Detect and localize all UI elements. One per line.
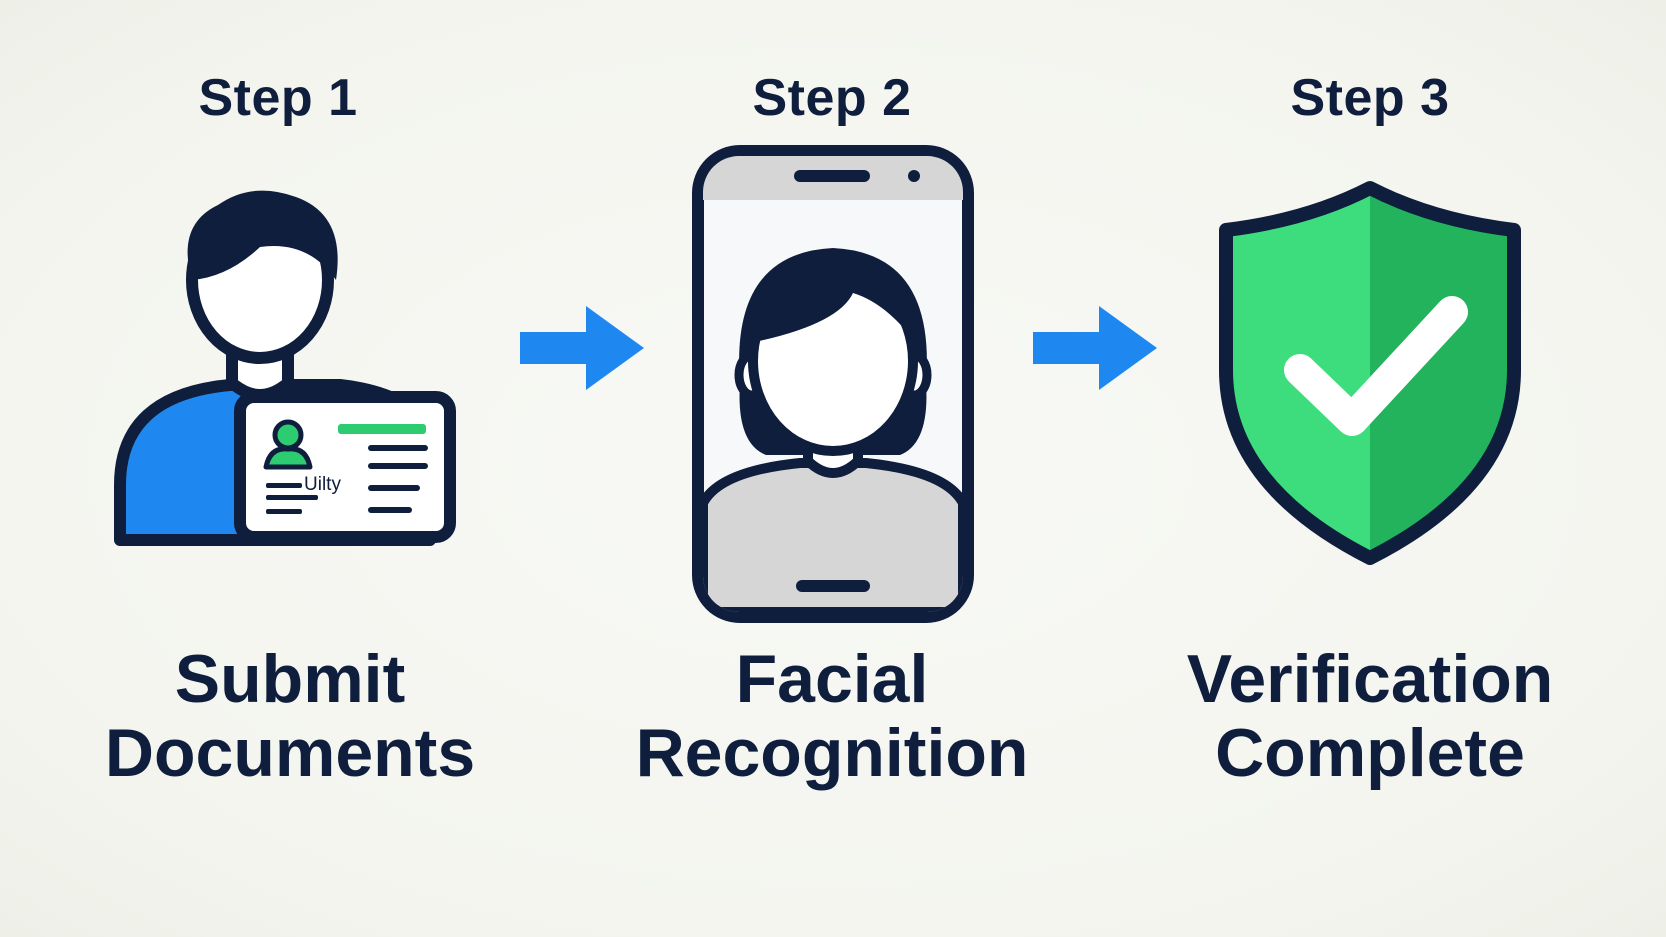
arrow-right-icon [1033, 306, 1157, 390]
step-1-caption-line2: Documents [104, 715, 476, 791]
step-2-label: Step 2 [752, 69, 912, 127]
id-card-text: Uilty [304, 474, 341, 495]
step-1-caption: Submit Documents [60, 642, 520, 790]
step-3-label: Step 3 [1290, 69, 1450, 127]
arrow-right-icon [520, 306, 644, 390]
step-1-label: Step 1 [198, 69, 358, 127]
shield-check-icon [1219, 181, 1521, 565]
person-with-id-card-icon: Uilty [114, 190, 456, 546]
step-3-caption-line1: Verification [1186, 641, 1554, 717]
step-3-caption: Verification Complete [1140, 642, 1600, 790]
step-2-caption-line1: Facial [735, 641, 929, 717]
step-1-caption-line1: Submit [174, 641, 406, 717]
step-2-caption: Facial Recognition [602, 642, 1062, 790]
smartphone-face-icon [692, 145, 974, 623]
step-3-caption-line2: Complete [1215, 715, 1525, 791]
step-2-caption-line2: Recognition [635, 715, 1029, 791]
